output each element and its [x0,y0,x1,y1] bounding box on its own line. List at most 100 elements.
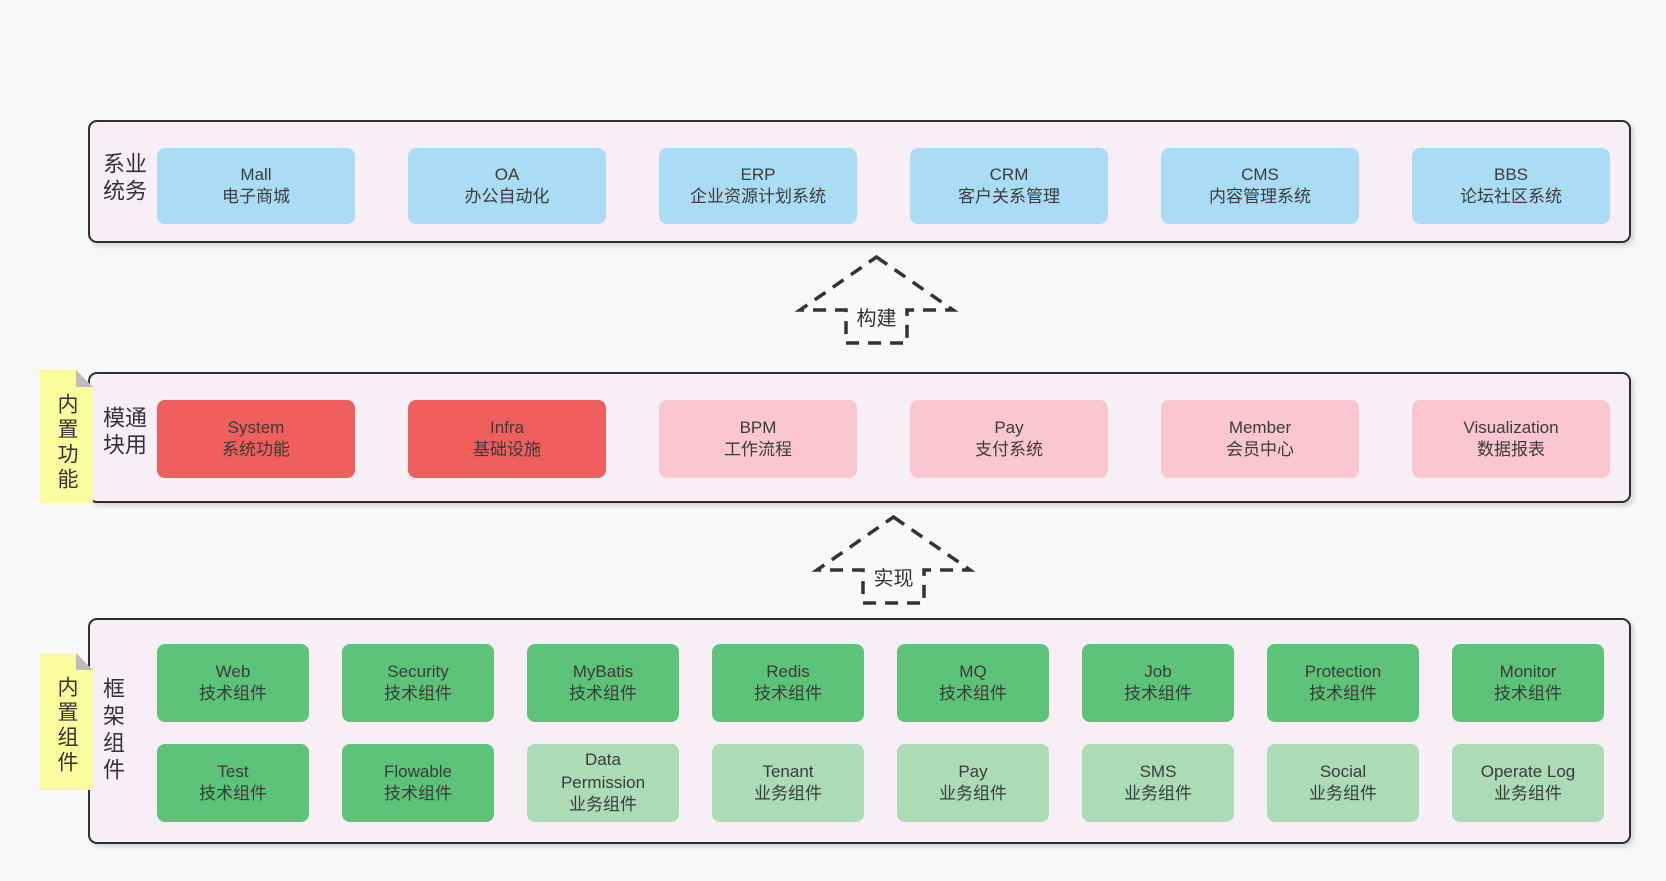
box-pay-component: Pay 业务组件 [897,744,1049,822]
box-subtitle: 企业资源计划系统 [690,187,826,206]
sticky-components-label: 内置组件 [55,676,78,776]
arrow-build-label: 构建 [853,302,900,331]
box-subtitle: 客户关系管理 [958,187,1060,206]
arrow-implement-label: 实现 [870,562,917,591]
box-title: Mall [240,164,272,184]
box-subtitle: 内容管理系统 [1209,187,1311,206]
box-test: Test 技术组件 [157,744,309,822]
box-subtitle: 技术组件 [569,684,637,703]
box-subtitle: 业务组件 [1494,784,1562,803]
box-subtitle: 支付系统 [975,440,1043,459]
band-framework-components: 框架组件 Web 技术组件 Security 技术组件 MyBatis 技术组件… [88,618,1631,844]
band-components-label: 框架组件 [100,677,125,785]
band-business-label: 业务系统 [100,151,147,206]
box-crm: CRM 客户关系管理 [910,148,1108,224]
box-title: Tenant [762,761,814,781]
box-title: Security [387,661,449,681]
sticky-note-built-in-components: 内置组件 [40,653,93,790]
box-subtitle: 业务组件 [939,784,1007,803]
box-title: Monitor [1499,661,1557,681]
box-title: Redis [766,661,810,681]
box-title: BPM [739,417,777,437]
box-subtitle: 业务组件 [754,784,822,803]
box-title: SMS [1139,761,1177,781]
band-common-modules: 通用模块 System 系统功能 Infra 基础设施 BPM 工作流程 Pay… [88,372,1631,503]
box-infra: Infra 基础设施 [408,400,606,478]
box-title: Test [217,761,249,781]
box-system: System 系统功能 [157,400,355,478]
box-subtitle: 办公自动化 [464,187,550,206]
box-title: Pay [994,417,1024,437]
box-title: Member [1228,417,1292,437]
box-data-permission: Data Permission 业务组件 [527,744,679,822]
box-title: OA [494,164,520,184]
up-arrow-icon [811,514,976,605]
box-title: Flowable [383,761,453,781]
box-subtitle: 论坛社区系统 [1460,187,1562,206]
box-title: Visualization [1463,417,1559,437]
box-subtitle: 电子商城 [222,187,290,206]
box-social: Social 业务组件 [1267,744,1419,822]
sticky-features-label: 内置功能 [55,393,78,493]
box-protection: Protection 技术组件 [1267,644,1419,722]
box-title: CMS [1241,164,1279,184]
box-title: MQ [959,661,987,681]
box-pay-module: Pay 支付系统 [910,400,1108,478]
box-subtitle: 业务组件 [1309,784,1377,803]
box-subtitle: 技术组件 [1494,684,1562,703]
box-subtitle: 技术组件 [754,684,822,703]
band-modules-label: 通用模块 [100,405,147,460]
box-title: Social [1319,761,1367,781]
box-redis: Redis 技术组件 [712,644,864,722]
box-subtitle: 系统功能 [222,440,290,459]
box-title: MyBatis [572,661,634,681]
box-subtitle: 技术组件 [199,784,267,803]
box-job: Job 技术组件 [1082,644,1234,722]
box-title: BBS [1493,164,1529,184]
box-subtitle: 业务组件 [1124,784,1192,803]
box-visualization: Visualization 数据报表 [1412,400,1610,478]
box-title: Protection [1304,661,1382,681]
box-subtitle: 业务组件 [569,795,637,815]
box-oa: OA 办公自动化 [408,148,606,224]
box-subtitle: 技术组件 [384,784,452,803]
box-title: Infra [489,417,525,437]
box-mybatis: MyBatis 技术组件 [527,644,679,722]
box-monitor: Monitor 技术组件 [1452,644,1604,722]
box-flowable: Flowable 技术组件 [342,744,494,822]
box-subtitle: 技术组件 [384,684,452,703]
box-title: Web [215,661,251,681]
arrow-implement: 实现 [811,512,976,608]
arrow-build: 构建 [794,252,959,348]
box-title: CRM [989,164,1029,184]
box-security: Security 技术组件 [342,644,494,722]
box-subtitle: 技术组件 [1124,684,1192,703]
box-mq: MQ 技术组件 [897,644,1049,722]
box-bbs: BBS 论坛社区系统 [1412,148,1610,224]
box-sms: SMS 业务组件 [1082,744,1234,822]
box-subtitle: 数据报表 [1477,440,1545,459]
box-title: System [227,417,285,437]
box-subtitle: 技术组件 [1309,684,1377,703]
box-member: Member 会员中心 [1161,400,1359,478]
box-subtitle: 技术组件 [199,684,267,703]
box-tenant: Tenant 业务组件 [712,744,864,822]
box-operate-log: Operate Log 业务组件 [1452,744,1604,822]
box-title: Data Permission [560,750,646,792]
box-subtitle: 技术组件 [939,684,1007,703]
band-business-systems: 业务系统 Mall 电子商城 OA 办公自动化 ERP 企业资源计划系统 CRM… [88,120,1631,243]
box-title: Pay [958,761,988,781]
box-subtitle: 工作流程 [724,440,792,459]
box-web: Web 技术组件 [157,644,309,722]
box-erp: ERP 企业资源计划系统 [659,148,857,224]
box-title: Job [1144,661,1172,681]
box-cms: CMS 内容管理系统 [1161,148,1359,224]
box-title: Operate Log [1480,761,1576,781]
box-subtitle: 会员中心 [1226,440,1294,459]
box-bpm: BPM 工作流程 [659,400,857,478]
up-arrow-icon [794,254,959,345]
box-mall: Mall 电子商城 [157,148,355,224]
sticky-note-built-in-features: 内置功能 [40,370,93,503]
box-title: ERP [740,164,776,184]
